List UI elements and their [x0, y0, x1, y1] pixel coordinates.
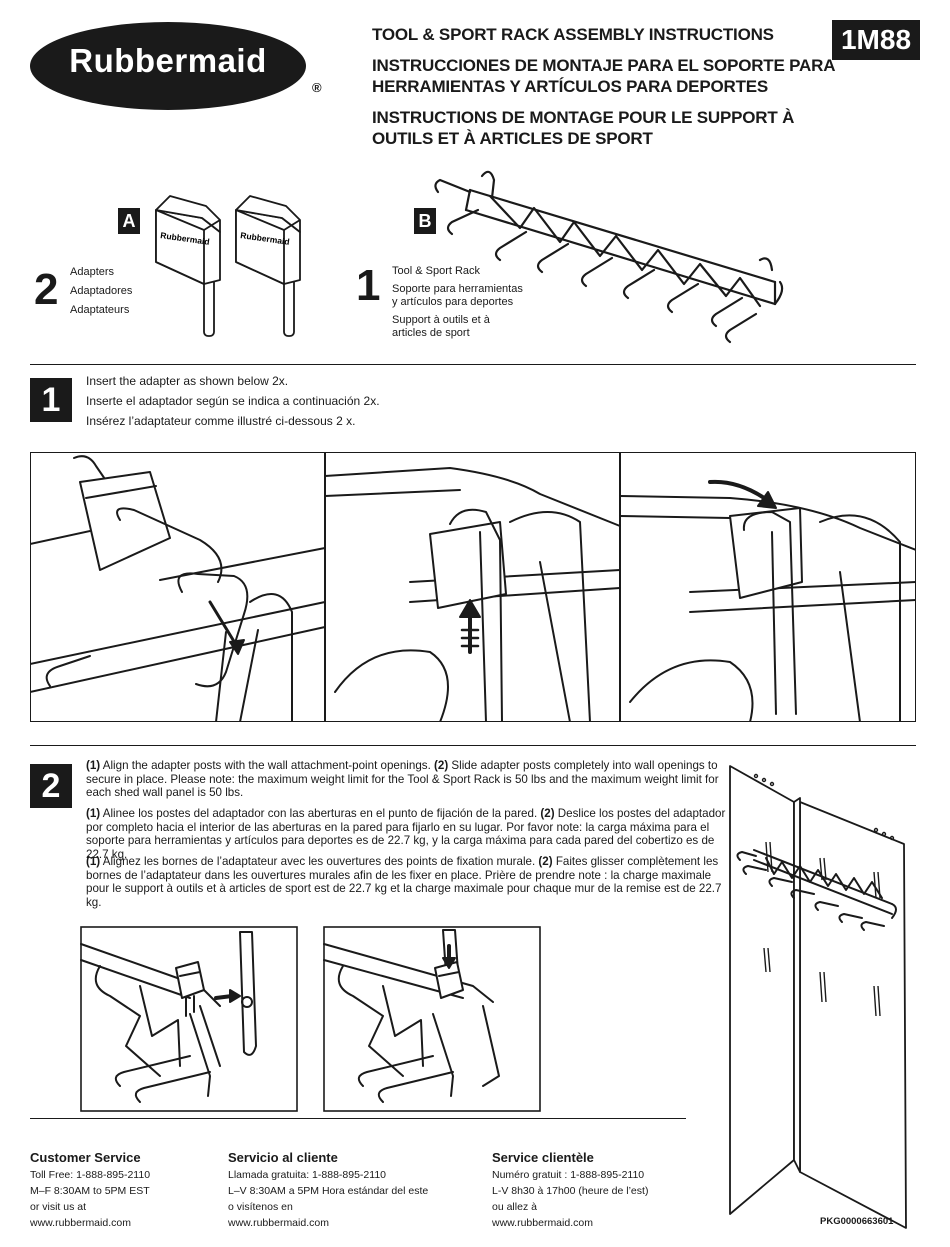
step1-text-en: Insert the adapter as shown below 2x.	[86, 374, 289, 388]
footer-en-website[interactable]: www.rubbermaid.com	[30, 1217, 131, 1229]
adapter-illustration: Rubbermaid Rubbermaid	[155, 195, 301, 337]
title-es-line1: INSTRUCCIONES DE MONTAJE PARA EL SOPORTE…	[372, 56, 836, 75]
divider-1	[30, 364, 916, 365]
footer-es-line1: Llamada gratuita: 1-888-895-2110	[228, 1169, 386, 1181]
shed-wall-illustration	[729, 765, 907, 1229]
rack-illustration	[434, 170, 784, 344]
step2-fr-n2: (2)	[538, 855, 553, 868]
footer-fr-line1: Numéro gratuit : 1-888-895-2110	[492, 1169, 645, 1181]
part-a-name-fr: Adaptateurs	[70, 304, 130, 316]
part-b-name-en: Tool & Sport Rack	[392, 265, 481, 277]
part-a-label: A	[118, 208, 140, 234]
part-b-label: B	[414, 208, 436, 234]
registered-mark: ®	[312, 80, 322, 95]
part-a-name-es: Adaptadores	[70, 285, 133, 297]
part-a-name-en: Adapters	[70, 266, 115, 278]
step2-es-t2: Deslice los postes del adaptador por com…	[86, 807, 726, 861]
step1-illustrations	[30, 452, 916, 722]
footer-es-line2: L–V 8:30AM a 5PM Hora estándar del este	[228, 1185, 429, 1197]
step2-es-n1: (1)	[86, 807, 101, 820]
footer-es-website[interactable]: www.rubbermaid.com	[228, 1217, 329, 1229]
step2-panel-2	[323, 926, 541, 1112]
step2-es-n2: (2)	[540, 807, 555, 820]
part-a-qty: 2	[34, 265, 59, 314]
step2-en-n1: (1)	[86, 759, 101, 772]
part-b-name-fr-1: Support à outils et à	[392, 314, 490, 326]
divider-3	[30, 1118, 686, 1119]
step2-en-t2: Slide adapter posts completely into wall…	[86, 759, 719, 799]
brand-logo-oval	[30, 22, 306, 110]
step2-fr-t2: Faites glisser complètement les bornes d…	[86, 855, 722, 909]
footer-fr-website[interactable]: www.rubbermaid.com	[492, 1217, 593, 1229]
footer-en-line1: Toll Free: 1-888-895-2110	[30, 1169, 151, 1181]
title-fr-line1: INSTRUCTIONS DE MONTAGE POUR LE SUPPORT …	[372, 108, 795, 127]
step1-text-fr: Insérez l’adaptateur comme illustré ci-d…	[86, 414, 356, 428]
footer-en-heading: Customer Service	[30, 1150, 141, 1165]
step2-text-en: (1) Align the adapter posts with the wal…	[86, 759, 726, 800]
footer-en-line2: M–F 8:30AM to 5PM EST	[30, 1185, 150, 1197]
step1-text-es: Inserte el adaptador según se indica a c…	[86, 394, 380, 408]
brand-logo-text: Rubbermaid	[69, 42, 267, 79]
step2-en-n2: (2)	[434, 759, 449, 772]
step2-text-fr: (1) Alignez les bornes de l’adaptateur a…	[86, 855, 726, 909]
part-b-qty: 1	[356, 261, 381, 310]
product-code: 1M88	[832, 20, 920, 60]
step2-fr-n1: (1)	[86, 855, 101, 868]
title-es-line2: HERRAMIENTAS Y ARTÍCULOS PARA DEPORTES	[372, 77, 769, 96]
footer-fr-line2: L-V 8h30 à 17h00 (heure de l’est)	[492, 1185, 649, 1197]
footer-es-heading: Servicio al cliente	[228, 1150, 338, 1165]
title-fr-line2: OUTILS ET À ARTICLES DE SPORT	[372, 129, 653, 148]
step2-en-t1: Align the adapter posts with the wall at…	[100, 759, 435, 772]
step2-fr-t1: Alignez les bornes de l’adaptateur avec …	[100, 855, 539, 868]
part-b-name-es-1: Soporte para herramientas	[392, 283, 523, 295]
divider-2	[30, 745, 916, 746]
step2-number: 2	[30, 764, 72, 808]
footer-en-line3: or visit us at	[30, 1201, 87, 1213]
part-b-name-fr-2: articles de sport	[392, 327, 470, 339]
title-en: TOOL & SPORT RACK ASSEMBLY INSTRUCTIONS	[372, 25, 774, 44]
part-b-name-es-2: y artículos para deportes	[392, 296, 514, 308]
footer-fr-heading: Service clientèle	[492, 1150, 594, 1165]
footer-fr-line3: ou allez à	[492, 1201, 537, 1213]
part-number: PKG0000663601	[820, 1216, 894, 1227]
step2-text-es: (1) Alinee los postes del adaptador con …	[86, 807, 726, 861]
step2-es-t1: Alinee los postes del adaptador con las …	[100, 807, 541, 820]
step2-panel-1	[80, 926, 298, 1112]
footer-es-line3: o visítenos en	[228, 1201, 293, 1213]
step1-number: 1	[30, 378, 72, 422]
